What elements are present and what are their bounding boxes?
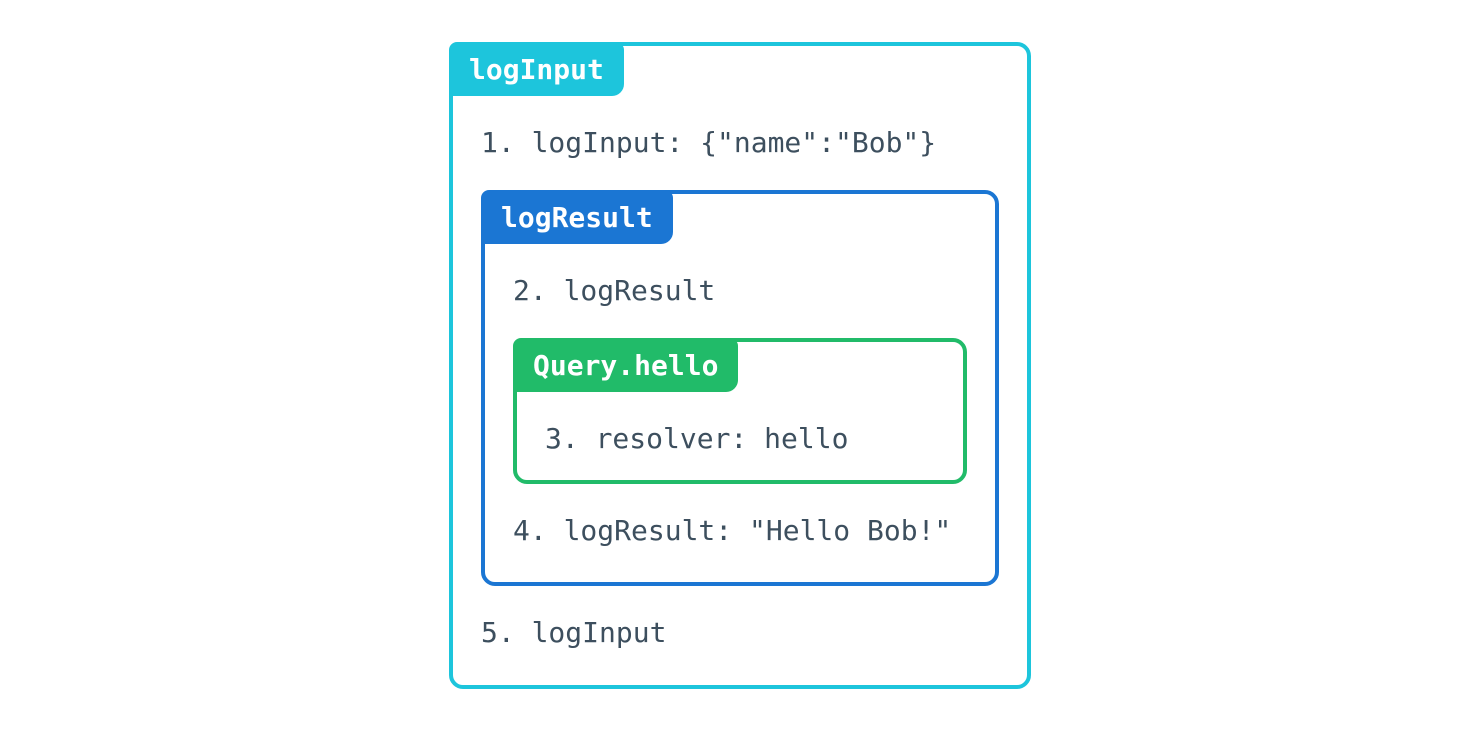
- step-2-logresult-before: 2. logResult: [513, 274, 716, 307]
- step-3-resolver: 3. resolver: hello: [545, 422, 849, 455]
- lifecycle-box-query-hello: Query.hello 3. resolver: hello: [513, 338, 967, 484]
- box-label-loginput: logInput: [449, 42, 624, 96]
- step-1-loginput-before: 1. logInput: {"name":"Bob"}: [481, 126, 937, 159]
- lifecycle-box-logresult: logResult 2. logResult Query.hello 3. re…: [481, 190, 999, 586]
- box-label-query-hello: Query.hello: [513, 338, 739, 392]
- box-label-logresult: logResult: [481, 190, 673, 244]
- step-4-logresult-after: 4. logResult: "Hello Bob!": [513, 514, 952, 547]
- lifecycle-box-loginput: logInput 1. logInput: {"name":"Bob"} log…: [449, 42, 1031, 689]
- step-5-loginput-after: 5. logInput: [481, 616, 667, 649]
